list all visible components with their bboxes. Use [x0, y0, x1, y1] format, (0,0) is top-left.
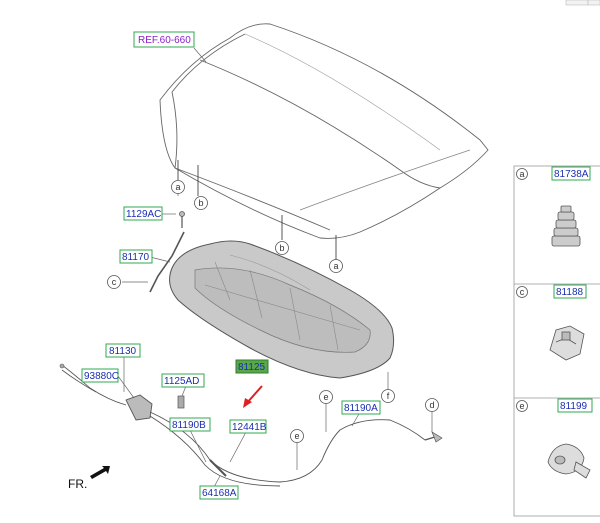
callout-e-2[interactable]: e: [290, 429, 304, 443]
part-label-1125AD[interactable]: 1125AD: [161, 373, 205, 388]
detail-panel-e: e 81199: [516, 398, 593, 479]
svg-text:64168A: 64168A: [202, 488, 237, 499]
svg-text:81125: 81125: [238, 362, 266, 373]
ref-label-text: REF.60-660: [138, 35, 191, 46]
hood-insulator: [169, 240, 395, 379]
svg-text:81190B: 81190B: [172, 420, 206, 431]
callout-b-1[interactable]: b: [194, 196, 208, 210]
svg-text:f: f: [387, 391, 390, 401]
svg-text:b: b: [279, 243, 284, 253]
svg-text:e: e: [294, 431, 299, 441]
part-label-93880C[interactable]: 93880C: [81, 368, 119, 383]
svg-text:81130: 81130: [109, 346, 137, 357]
svg-text:c: c: [520, 287, 525, 297]
svg-text:a: a: [519, 169, 524, 179]
svg-text:81170: 81170: [122, 252, 150, 263]
svg-text:c: c: [112, 277, 117, 287]
front-label: FR.: [68, 477, 87, 491]
svg-text:93880C: 93880C: [84, 371, 119, 382]
hood-latch-assembly: [59, 363, 185, 421]
highlight-arrow: [243, 385, 263, 408]
hood-panel: [159, 23, 489, 239]
callout-f[interactable]: f: [381, 389, 395, 403]
part-label-12441B[interactable]: 12441B: [229, 419, 267, 434]
svg-text:12441B: 12441B: [232, 422, 267, 433]
hood-pins: [177, 160, 337, 262]
hood-stay-rod: [149, 211, 185, 293]
callout-a-2[interactable]: a: [329, 259, 343, 273]
svg-text:81188: 81188: [556, 287, 584, 298]
svg-text:e: e: [519, 401, 524, 411]
part-label-81190B[interactable]: 81190B: [169, 417, 211, 432]
callout-c[interactable]: c: [107, 275, 121, 289]
ref-label[interactable]: REF.60-660: [133, 31, 195, 48]
svg-text:e: e: [323, 392, 328, 402]
part-label-81190A[interactable]: 81190A: [341, 400, 381, 415]
svg-text:d: d: [429, 400, 434, 410]
callout-a-1[interactable]: a: [171, 180, 185, 194]
front-direction-indicator: FR.: [68, 466, 110, 491]
svg-text:a: a: [175, 182, 180, 192]
part-label-64168A[interactable]: 64168A: [199, 485, 239, 500]
svg-text:a: a: [333, 261, 338, 271]
part-label-81199[interactable]: [557, 398, 593, 413]
part-label-1129AC[interactable]: 1129AC: [123, 206, 163, 221]
callout-b-2[interactable]: b: [275, 241, 289, 255]
part-label-81188[interactable]: [553, 284, 587, 299]
part-label-81125[interactable]: 81125: [235, 359, 269, 374]
detail-panel-c: c 81188: [516, 284, 587, 361]
clip-grommet-icon: [549, 325, 585, 361]
callout-e-1[interactable]: e: [319, 390, 333, 404]
leader-lines: [117, 47, 433, 488]
cable-clip-icon: [547, 443, 591, 479]
svg-text:81190A: 81190A: [344, 403, 378, 414]
detail-panel-a: a 81738A: [516, 166, 591, 247]
front-arrow-icon: [90, 466, 110, 479]
svg-text:b: b: [198, 198, 203, 208]
part-label-81738A[interactable]: [551, 166, 591, 181]
window-buttons: [565, 0, 600, 6]
part-label-81130[interactable]: 81130: [105, 343, 141, 358]
callout-d[interactable]: d: [425, 398, 439, 412]
svg-text:81199: 81199: [560, 401, 588, 412]
part-label-81170[interactable]: 81170: [119, 249, 153, 264]
svg-text:1129AC: 1129AC: [126, 209, 161, 220]
bumper-stop-icon: [551, 205, 581, 247]
svg-text:1125AD: 1125AD: [164, 376, 199, 387]
svg-text:81738A: 81738A: [554, 169, 589, 180]
